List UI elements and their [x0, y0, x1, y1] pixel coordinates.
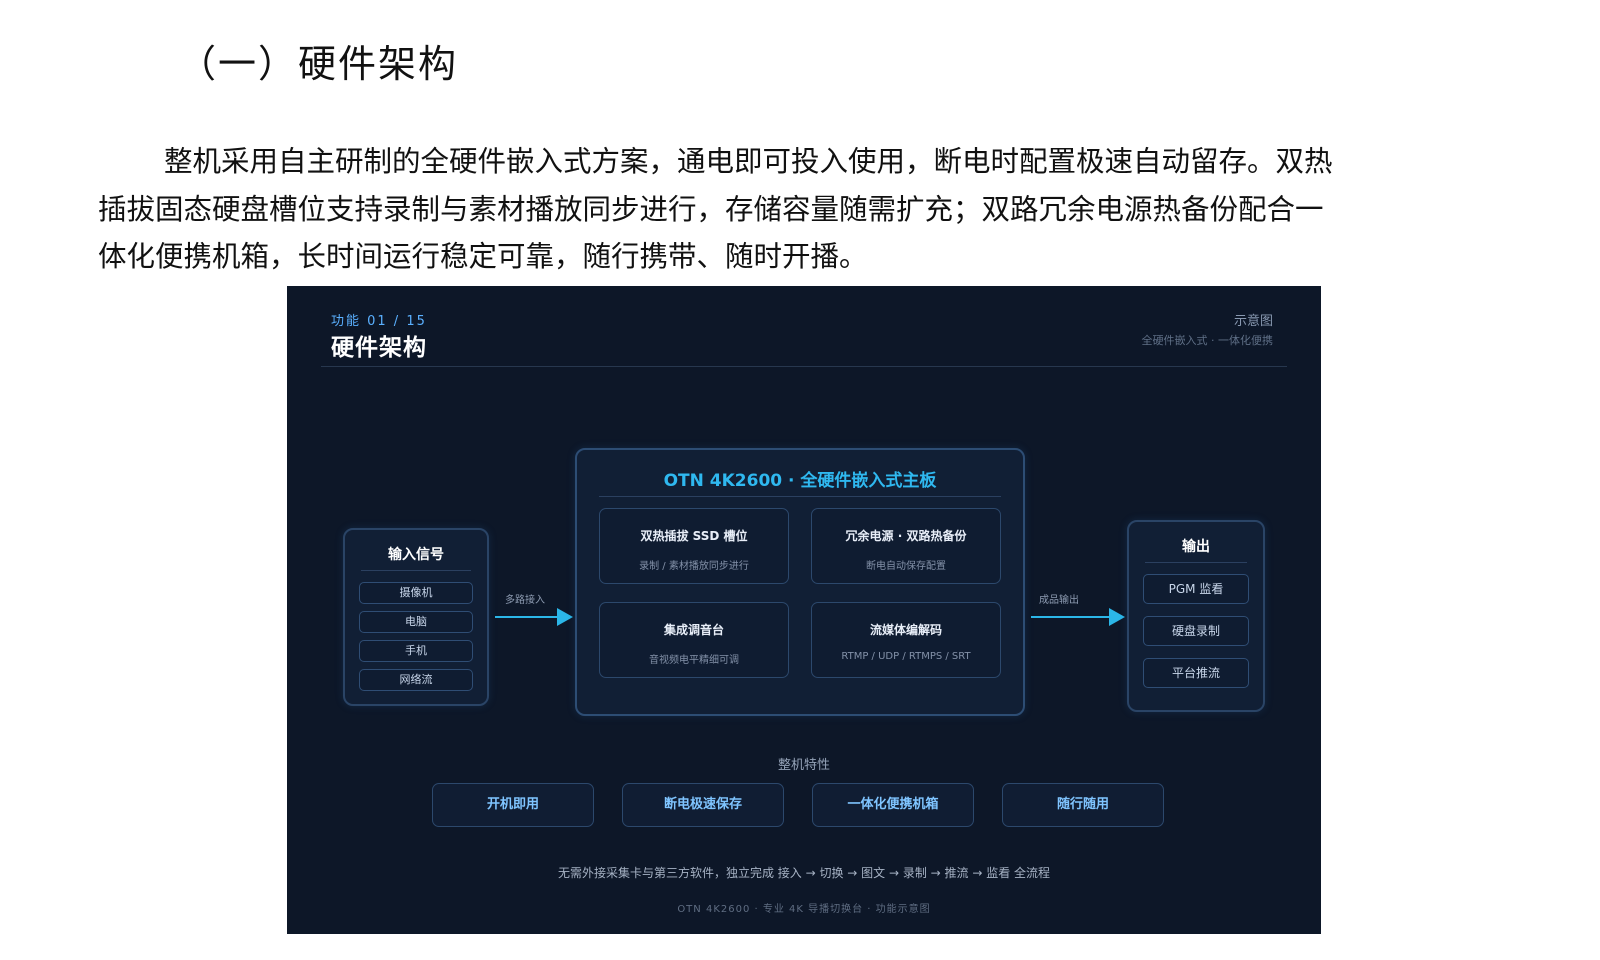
- output-item: 平台推流: [1143, 658, 1249, 688]
- feature-chip: 随行随用: [1002, 783, 1164, 827]
- module-subtitle: 音视频电平精细可调: [649, 655, 739, 666]
- architecture-figure: 功能 01 / 15 硬件架构 示意图 全硬件嵌入式 · 一体化便携 输入信号 …: [287, 286, 1321, 934]
- module-title: 流媒体编解码: [869, 623, 942, 637]
- module-power: 冗余电源 · 双路热备份 断电自动保存配置: [811, 508, 1001, 584]
- module-subtitle: 录制 / 素材播放同步进行: [639, 561, 749, 572]
- figure-footer: OTN 4K2600 · 专业 4K 导播切换台 · 功能示意图: [677, 904, 931, 915]
- input-signals-box: 输入信号 摄像机 电脑 手机 网络流: [343, 528, 489, 706]
- output-item: PGM 监看: [1143, 574, 1249, 604]
- workflow-note: 无需外接采集卡与第三方软件，独立完成 接入 → 切换 → 图文 → 录制 → 推…: [557, 866, 1051, 880]
- main-board-box: OTN 4K2600 · 全硬件嵌入式主板 双热插拔 SSD 槽位 录制 / 素…: [575, 448, 1025, 716]
- feature-chip: 断电极速保存: [622, 783, 784, 827]
- arrow-in-label: 多路接入: [505, 595, 545, 606]
- section-heading: （一）硬件架构: [178, 42, 459, 86]
- module-subtitle: 断电自动保存配置: [866, 561, 946, 572]
- arrow-in-line: [495, 616, 559, 618]
- main-board-title: OTN 4K2600 · 全硬件嵌入式主板: [663, 471, 937, 491]
- header-divider: [321, 366, 1287, 367]
- module-codec: 流媒体编解码 RTMP / UDP / RTMPS / SRT: [811, 602, 1001, 678]
- arrow-in-head-icon: [557, 608, 573, 626]
- input-item: 电脑: [359, 611, 473, 633]
- arrow-out-label: 成品输出: [1039, 595, 1079, 606]
- figure-tag: 功能 01 / 15: [331, 314, 427, 329]
- module-mixer: 集成调音台 音视频电平精细可调: [599, 602, 789, 678]
- main-board-divider: [599, 496, 1001, 497]
- output-box: 输出 PGM 监看 硬盘录制 平台推流: [1127, 520, 1265, 712]
- feature-chip: 一体化便携机箱: [812, 783, 974, 827]
- module-ssd: 双热插拔 SSD 槽位 录制 / 素材播放同步进行: [599, 508, 789, 584]
- output-box-title: 输出: [1182, 539, 1210, 555]
- paragraph-line: 整机采用自主研制的全硬件嵌入式方案，通电即可投入使用，断电时配置极速自动留存。双…: [164, 145, 1333, 178]
- figure-title: 硬件架构: [331, 335, 427, 361]
- input-box-divider: [361, 570, 471, 571]
- module-title: 集成调音台: [663, 623, 724, 637]
- arrow-out-head-icon: [1109, 608, 1125, 626]
- module-subtitle: RTMP / UDP / RTMPS / SRT: [841, 651, 971, 662]
- input-box-title: 输入信号: [388, 547, 444, 563]
- input-item: 摄像机: [359, 582, 473, 604]
- features-label: 整机特性: [777, 758, 830, 773]
- output-box-divider: [1145, 562, 1247, 563]
- paragraph-line: 体化便携机箱，长时间运行稳定可靠，随行携带、随时开播。: [98, 240, 868, 273]
- module-title: 双热插拔 SSD 槽位: [640, 529, 748, 543]
- input-item: 网络流: [359, 669, 473, 691]
- figure-subtitle: 全硬件嵌入式 · 一体化便携: [1141, 334, 1274, 347]
- body-paragraph: 整机采用自主研制的全硬件嵌入式方案，通电即可投入使用，断电时配置极速自动留存。双…: [98, 138, 1498, 281]
- figure-type-label: 示意图: [1233, 314, 1273, 329]
- feature-chip: 开机即用: [432, 783, 594, 827]
- arrow-out-line: [1031, 616, 1111, 618]
- input-item: 手机: [359, 640, 473, 662]
- module-title: 冗余电源 · 双路热备份: [845, 529, 967, 543]
- paragraph-line: 插拔固态硬盘槽位支持录制与素材播放同步进行，存储容量随需扩充；双路冗余电源热备份…: [98, 192, 1324, 226]
- output-item: 硬盘录制: [1143, 616, 1249, 646]
